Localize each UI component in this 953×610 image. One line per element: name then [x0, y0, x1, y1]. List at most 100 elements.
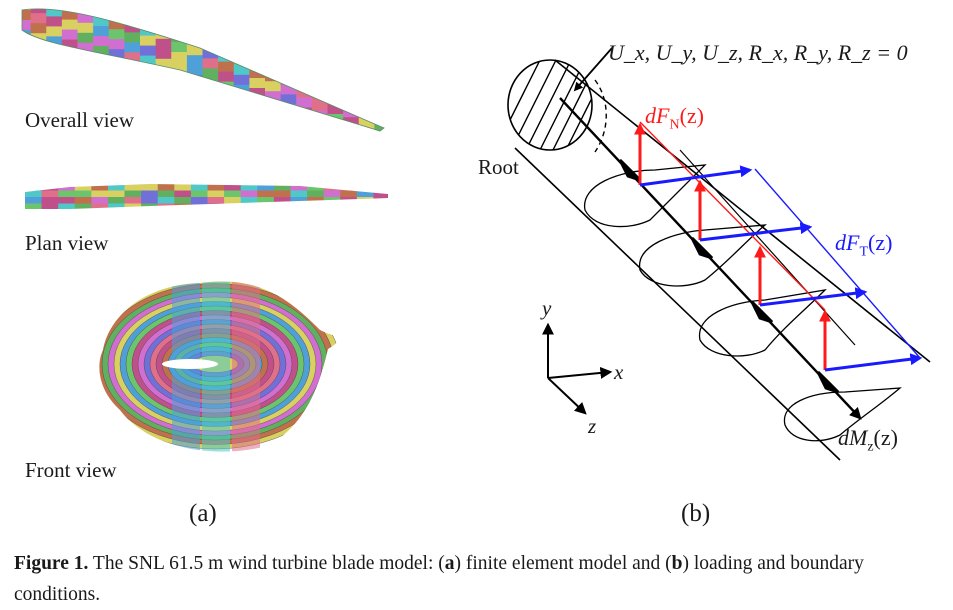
plan-view-label: Plan view [25, 231, 109, 255]
mesh-element [265, 81, 282, 92]
mesh-element [41, 203, 59, 209]
mesh-element [356, 190, 374, 198]
mesh-element [265, 51, 282, 62]
mesh-element [327, 84, 344, 95]
mesh-element [343, 77, 360, 88]
mesh-element [323, 203, 341, 209]
mesh-element [30, 13, 47, 24]
mesh-element [233, 84, 250, 96]
mesh-element [280, 84, 297, 95]
mesh-element [307, 197, 325, 204]
normal-force-arrows [634, 122, 831, 370]
mesh-element [186, 65, 203, 76]
mesh-element [30, 8, 47, 14]
mesh-element [93, 56, 110, 67]
panel-a-figure [21, 8, 388, 452]
mesh-element [124, 190, 142, 198]
mesh-element [46, 16, 63, 27]
mesh-element [373, 184, 388, 191]
mesh-element [171, 82, 188, 93]
mesh-element [374, 93, 384, 105]
mesh-element [74, 197, 92, 204]
mesh-element [224, 184, 242, 191]
mesh-element [202, 58, 219, 69]
mesh-element [280, 104, 297, 115]
mesh-element [358, 100, 375, 111]
mesh-element [307, 190, 325, 198]
coordinate-axes [542, 322, 613, 415]
mesh-element [108, 29, 125, 40]
tangential-force-arrows [639, 165, 923, 372]
mesh-element [46, 46, 63, 57]
mesh-element [327, 94, 344, 105]
mesh-element [77, 22, 94, 34]
bc-pointer-arrow [573, 47, 613, 92]
mesh-element [240, 184, 258, 191]
mesh-element [218, 91, 235, 103]
mesh-element [186, 75, 203, 86]
mesh-element [124, 62, 141, 73]
mesh-element [218, 41, 235, 53]
mesh-element [265, 61, 282, 72]
mesh-element [190, 197, 208, 204]
root-section [507, 59, 607, 153]
airfoil-sections [584, 164, 902, 442]
mesh-element [155, 48, 172, 60]
boundary-condition-label: U_x, U_y, U_z, R_x, R_y, R_z = 0 [608, 40, 908, 65]
mesh-element [356, 203, 374, 209]
mesh-element [155, 68, 172, 80]
mesh-element [202, 78, 219, 89]
mesh-element [61, 29, 78, 41]
mesh-element [307, 203, 325, 209]
mesh-element [311, 70, 328, 82]
mesh-element [107, 184, 126, 191]
mesh-element [61, 59, 78, 71]
blade-outline-top [554, 59, 931, 363]
mesh-element [58, 190, 76, 198]
mesh-element [141, 184, 159, 191]
mesh-element [74, 203, 92, 209]
mesh-element [41, 184, 59, 191]
mesh-element [358, 90, 375, 101]
mesh-element [93, 66, 110, 77]
mesh-element [207, 190, 225, 198]
mesh-element [343, 87, 360, 98]
mesh-element [174, 184, 192, 191]
mesh-element [311, 100, 328, 112]
tangential-force-label: dFT(z) [835, 230, 893, 260]
mesh-element [141, 203, 159, 209]
mesh-element [207, 184, 225, 191]
mesh-element [358, 80, 375, 91]
figure-number: Figure 1. [14, 553, 89, 574]
mesh-element [46, 26, 63, 37]
mesh-element [233, 94, 250, 106]
mesh-element [93, 46, 110, 57]
mesh-element [157, 184, 175, 191]
mesh-element [108, 19, 125, 30]
mesh-element [249, 48, 266, 59]
mesh-element [374, 83, 384, 95]
mesh-element [140, 55, 157, 67]
mesh-strip [232, 281, 260, 452]
mesh-element [257, 197, 275, 204]
mesh-element [374, 113, 384, 125]
mesh-element [374, 103, 384, 115]
panel-a-label: (a) [189, 500, 217, 527]
mesh-element [240, 190, 258, 198]
mesh-element [124, 42, 141, 53]
tangential-force-envelope [754, 168, 921, 359]
mesh-element [233, 64, 250, 76]
mesh-element [61, 39, 78, 51]
mesh-element [290, 197, 308, 204]
mesh-element [190, 190, 208, 198]
mesh-element [374, 123, 384, 132]
figure-caption: Figure 1. The SNL 61.5 m wind turbine bl… [14, 553, 864, 605]
mesh-element [171, 72, 188, 83]
mesh-element [25, 184, 43, 191]
mesh-element [174, 203, 192, 209]
mesh-element [186, 45, 203, 56]
mesh-element [296, 67, 313, 79]
mesh-element [218, 71, 235, 83]
moment-arrowhead-4 [816, 370, 840, 394]
normal-force-envelope [639, 121, 826, 311]
